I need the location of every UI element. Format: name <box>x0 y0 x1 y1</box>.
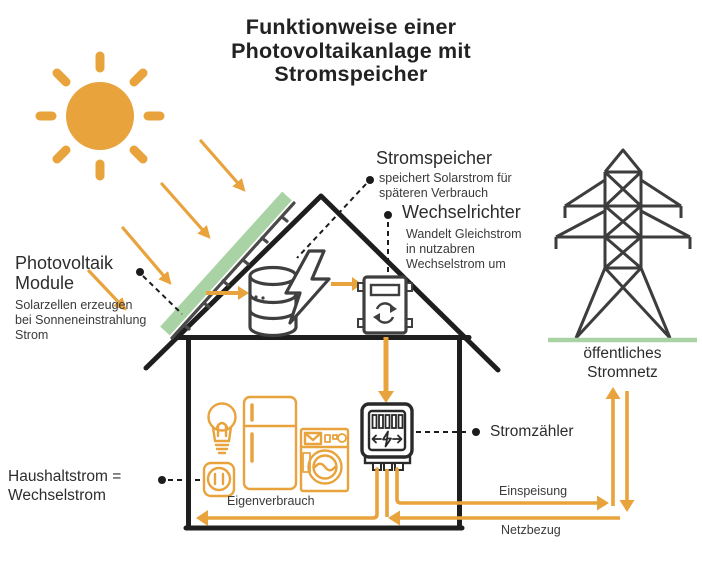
netzbezug-label: Netzbezug <box>501 523 561 537</box>
lightning-bolt-icon <box>284 249 331 325</box>
einspeisung-label: Einspeisung <box>499 484 568 498</box>
stromzaehler-label: Stromzähler <box>490 423 574 440</box>
page-title: Funktionweise einer Photovoltaikanlage m… <box>231 15 471 87</box>
wechselrichter-description: Wandelt Gleichstrom in nutzabren Wechsel… <box>406 227 522 271</box>
inverter-box-icon <box>357 275 413 335</box>
power-outlet-icon <box>202 461 236 498</box>
sun-icon <box>35 51 165 181</box>
washing-machine-icon <box>299 427 350 493</box>
netzbezug-arrow <box>388 391 635 526</box>
transmission-tower-icon <box>554 148 692 340</box>
refrigerator-icon <box>242 395 298 491</box>
photovoltaik-connector <box>142 275 183 315</box>
stromnetz-label: öffentliches Stromnetz <box>583 345 662 381</box>
solar-panel-icon <box>160 191 296 340</box>
eigenverbrauch-arrow <box>196 467 379 526</box>
stromspeicher-label: Stromspeicher <box>376 148 493 168</box>
inverter-to-meter-arrow <box>378 337 394 403</box>
label-connector-dots <box>136 176 480 484</box>
sun-ray-arrows <box>87 139 246 311</box>
wechselrichter-label: Wechselrichter <box>402 202 521 222</box>
photovoltaik-label: Photovoltaik Module <box>15 253 114 294</box>
haushaltstrom-label: Haushaltstrom = Wechselstrom <box>8 468 122 504</box>
stromspeicher-connector <box>296 183 367 259</box>
photovoltaik-description: Solarzellen erzeugen bei Sonneneinstrahl… <box>15 298 147 342</box>
einspeisung-arrow <box>395 387 621 511</box>
battery-cylinder-stack-icon <box>248 265 298 338</box>
stromspeicher-description: speichert Solarstrom für späteren Verbra… <box>379 171 512 200</box>
label-connectors <box>142 183 468 481</box>
eigenverbrauch-label: Eigenverbrauch <box>227 494 315 508</box>
electric-meter-icon <box>360 402 414 471</box>
house-outline <box>143 193 501 531</box>
light-bulb-icon <box>207 402 237 455</box>
panel-to-battery-arrow <box>206 286 249 300</box>
